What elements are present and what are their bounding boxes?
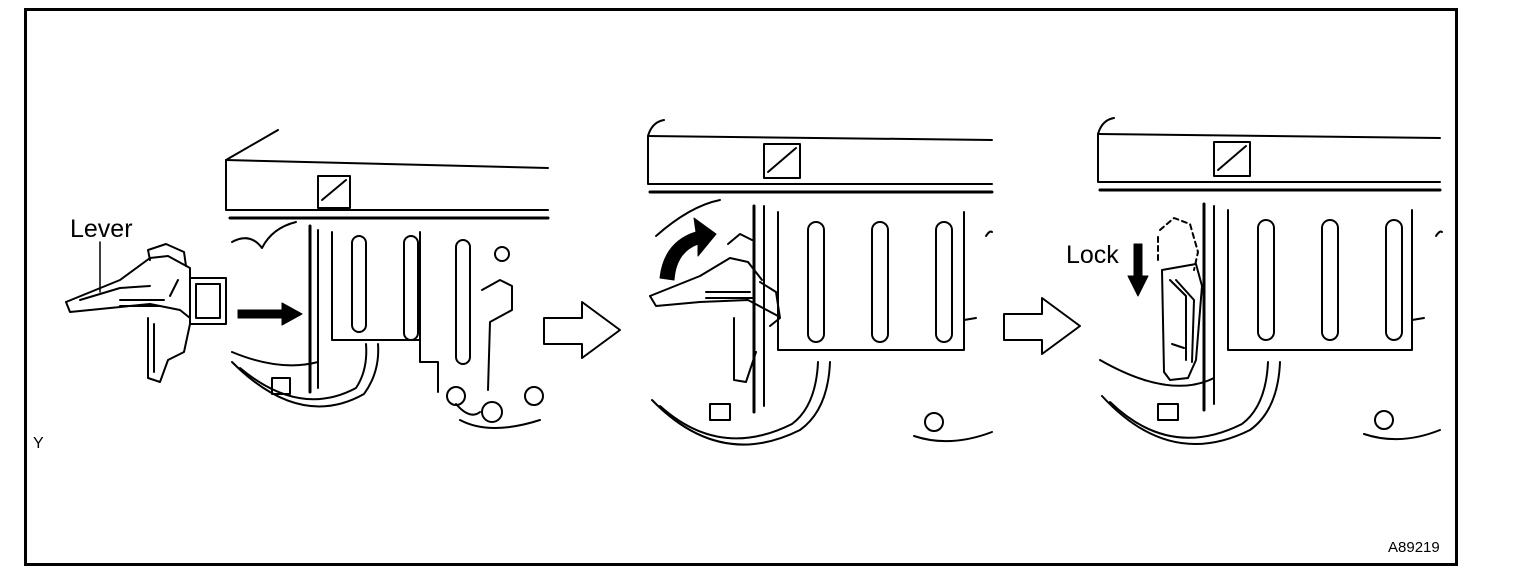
push-arrow-icon	[237, 302, 303, 326]
corner-mark: Y	[33, 435, 44, 452]
panel-2-rotate-lever	[647, 119, 994, 446]
connector-with-lever	[65, 243, 227, 383]
panel-1-insert-connector	[65, 129, 550, 429]
rotate-arrow-icon	[659, 217, 717, 281]
figure-id: A89219	[1388, 539, 1440, 556]
panel-3-lock-lever	[1097, 117, 1443, 446]
step-arrow-icon	[1003, 297, 1081, 355]
lock-label: Lock	[1066, 241, 1119, 269]
lever-label: Lever	[70, 215, 133, 243]
connector-locked	[1157, 217, 1203, 381]
connector-inserted	[649, 233, 781, 383]
figure-frame	[24, 8, 1458, 566]
down-arrow-icon	[1127, 243, 1149, 297]
step-arrow-icon	[543, 301, 621, 359]
